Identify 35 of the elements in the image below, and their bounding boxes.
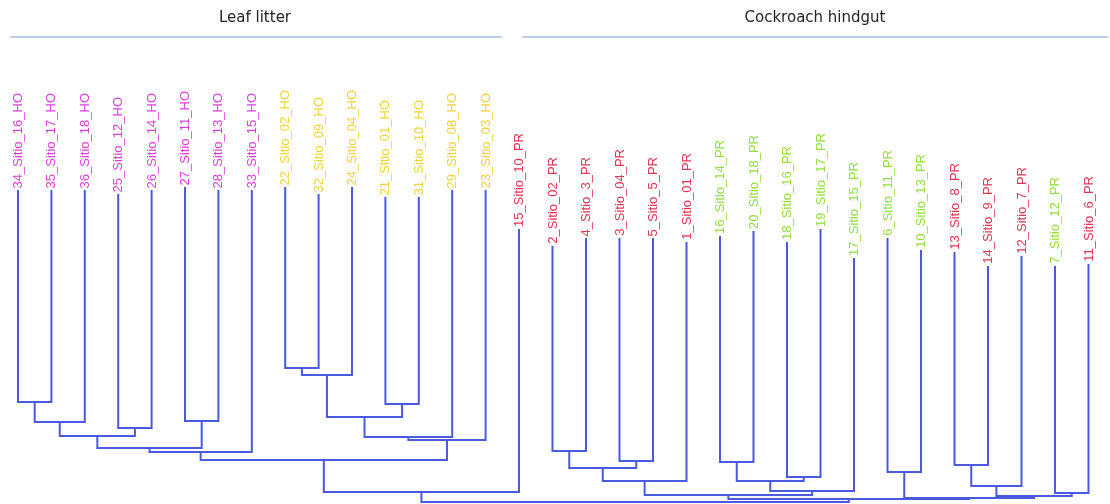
leaf-label: 20_Sitio_18_PR: [745, 135, 762, 229]
leaf-label: 24_Sitio_04_HO: [344, 89, 360, 185]
leaf-label: 36_Sitio_18_HO: [76, 92, 93, 188]
leaf-label: 2_Sitio_02_PR: [544, 157, 561, 244]
leaf-label: 11_Sitio_6_PR: [1080, 176, 1097, 262]
leaf-label: 12_Sitio_7_PR: [1013, 167, 1030, 254]
leaf-label: 29_Sitio_08_HO: [444, 92, 461, 188]
leaf-label: 33_Sitio_15_HO: [243, 92, 260, 188]
leaf-label: 27_Sitio_11_HO: [177, 90, 193, 185]
leaf-label: 32_Sitio_09_HO: [310, 96, 327, 192]
group-heading: Leaf litter: [218, 8, 292, 26]
leaf-label: 19_Sitio_17_PR: [812, 133, 829, 227]
leaf-label: 31_Sitio_10_HO: [410, 99, 427, 195]
leaf-label: 6_Sitio_11_PR: [879, 150, 896, 236]
leaf-label: 3_Sitio_04_PR: [611, 149, 628, 236]
leaf-label: 13_Sitio_8_PR: [946, 163, 963, 250]
leaf-label: 22_Sitio_02_HO: [277, 89, 294, 185]
leaf-label: 23_Sitio_03_HO: [477, 92, 494, 188]
leaf-label: 21_Sitio_01_HO: [377, 99, 394, 195]
leaf-label: 34_Sitio_16_HO: [10, 92, 26, 188]
leaf-label: 5_Sitio_5_PR: [645, 156, 661, 236]
leaf-label: 16_Sitio_14_PR: [712, 140, 728, 234]
leaf-label: 17_Sitio_15_PR: [846, 162, 862, 256]
leaf-label: 1_Sitio_01_PR: [678, 153, 695, 240]
leaf-label: 28_Sitio_13_HO: [210, 92, 227, 188]
leaf-label: 15_Sitio_10_PR: [511, 133, 527, 227]
leaf-label: 4_Sitio_3_PR: [578, 156, 594, 236]
leaf-label: 25_Sitio_12_HO: [110, 96, 127, 192]
leaf-label: 7_Sitio_12_PR: [1047, 177, 1063, 264]
leaf-label: 26_Sitio_14_HO: [143, 92, 160, 188]
group-heading: Cockroach hindgut: [744, 8, 886, 26]
leaf-label: 14_Sitio_9_PR: [980, 177, 996, 264]
leaf-label: 10_Sitio_13_PR: [913, 154, 929, 248]
leaf-label: 18_Sitio_16_PR: [779, 146, 795, 240]
leaf-label: 35_Sitio_17_HO: [43, 92, 60, 188]
